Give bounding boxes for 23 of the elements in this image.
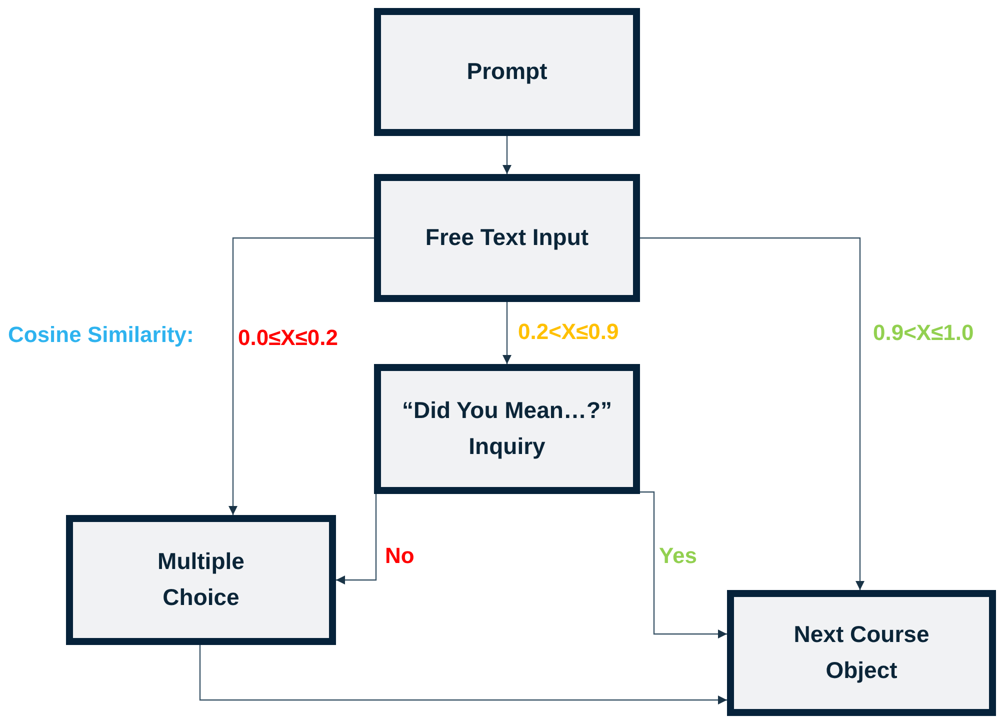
edge-label: No	[385, 545, 414, 567]
arrow	[199, 645, 727, 704]
arrow	[640, 237, 864, 590]
arrow	[336, 494, 377, 584]
box-label: Next Course Object	[792, 620, 930, 685]
box-label: Free Text Input	[425, 223, 589, 252]
edge-label: 0.9<X≤1.0	[873, 322, 974, 344]
box-label: Prompt	[466, 57, 548, 86]
arrow	[502, 302, 512, 364]
edge-label: 0.0≤X≤0.2	[238, 327, 338, 349]
edge-label: Yes	[659, 545, 697, 567]
box-label: Multiple Choice	[156, 547, 246, 612]
arrow	[640, 491, 727, 638]
arrow	[502, 136, 512, 174]
box-label: “Did You Mean…?” Inquiry	[401, 396, 613, 461]
process-box	[727, 590, 996, 716]
process-box	[374, 364, 640, 494]
process-box	[374, 174, 640, 302]
axis-caption: Cosine Similarity:	[8, 324, 194, 346]
process-box	[66, 515, 336, 645]
arrow	[228, 237, 374, 515]
edge-label: 0.2<X≤0.9	[518, 321, 619, 343]
process-box	[374, 8, 640, 136]
